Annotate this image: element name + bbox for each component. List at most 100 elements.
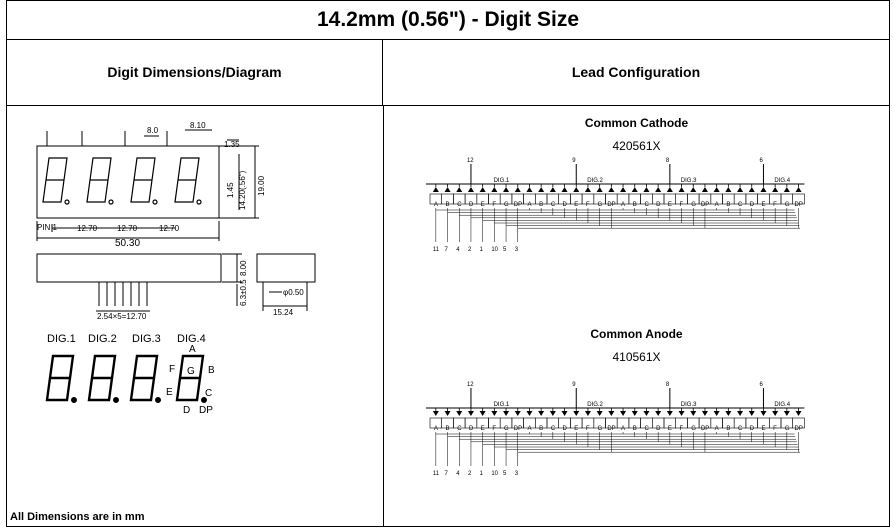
seg-dig-2: DIG.2 [88,333,117,345]
seg-dig-4: DIG.4 [177,333,206,345]
cc-segment-label: D [656,202,661,208]
ca-diode [561,411,568,416]
cc-segment-label: B [539,202,543,208]
cc-segment-label: B [446,202,450,208]
ca-segment-label: DP [514,426,522,432]
cc-segment-label: B [726,202,730,208]
cc-diode [503,187,510,192]
ca-diode [631,411,638,416]
ca-segment-label: C [644,426,649,432]
cc-segment-label: DP [701,202,709,208]
cc-diode [783,187,790,192]
pin1-label: PIN 1 [37,223,58,232]
dimension-drawing: 8.10 8.0 1.35 1.45 14.20(.56") 19.00 PIN… [36,121,316,416]
cc-segment-label: E [761,202,765,208]
dim-8-10: 8.10 [190,121,206,130]
ca-segment-label: D [563,426,568,432]
cc-bottom-pin: 11 [433,247,440,253]
seg-label-a: A [189,344,196,355]
segment-digits [45,354,208,404]
ca-digit-pin: 9 [572,382,576,388]
ca-segment-label: C [738,426,743,432]
cc-diode [573,187,580,192]
ca-diode [690,411,697,416]
cc-segment-label: C [738,202,743,208]
cc-diode [748,187,755,192]
ca-segment-label: A [527,426,531,432]
common-anode-part: 410561X [612,350,661,364]
cc-segment-label: DP [795,202,803,208]
ca-segment-label: D [656,426,661,432]
cc-diode [713,187,720,192]
ca-segment-label: F [773,426,777,432]
dim-15-24: 15.24 [273,308,294,317]
cc-segment-label: D [750,202,755,208]
cc-segment-label: C [644,202,649,208]
cc-diode [584,187,591,192]
cc-segment-label: B [633,202,637,208]
cc-segment-label: A [621,202,625,208]
cc-diode [772,187,779,192]
cc-diode [491,187,498,192]
dim-6-3: 6.3±0.5 [239,279,248,306]
ca-diode [678,411,685,416]
cc-segment-cell [792,193,805,205]
cc-diode [643,187,650,192]
common-cathode-title: Common Cathode [584,116,689,130]
cc-digit-pin: 6 [759,158,763,164]
ca-segment-label: D [469,426,474,432]
ca-digit-pin: 6 [759,382,763,388]
cc-segment-label: E [481,202,485,208]
ca-diode [655,411,662,416]
ca-diode [584,411,591,416]
cc-segment-label: G [504,202,509,208]
ca-diode [526,411,533,416]
cc-diode [561,187,568,192]
ca-diode [760,411,767,416]
cc-segment-label: DP [514,202,522,208]
cc-digit-label: DIG.2 [587,178,603,184]
ca-diode [538,411,545,416]
ca-diode [643,411,650,416]
pitch-1: 12.70 [77,224,98,233]
spec-table: 14.2mm (0.56") - Digit Size Digit Dimens… [6,0,890,527]
ca-diode [432,411,439,416]
ca-diode [491,411,498,416]
ca-segment-label: B [726,426,730,432]
seg-dig-3: DIG.3 [132,333,161,345]
ca-segment-label: C [457,426,462,432]
ca-segment-label: G [504,426,509,432]
ca-diode [503,411,510,416]
dim-1-35: 1.35 [224,140,240,149]
cc-bottom-pin: 4 [456,247,460,253]
cc-diode [631,187,638,192]
cc-diode [666,187,673,192]
footnote: All Dimensions are in mm [10,511,145,523]
cc-diode [655,187,662,192]
ca-diode [748,411,755,416]
dim-14-20: 14.20(.56") [238,170,247,210]
cc-diode [678,187,685,192]
cc-segment-label: F [773,202,777,208]
ca-digit-label: DIG.1 [494,402,510,408]
cc-segment-label: A [527,202,531,208]
cc-diode [608,187,615,192]
cc-diode [526,187,533,192]
cc-segment-label: A [715,202,719,208]
ca-segment-label: F [680,426,684,432]
cc-segment-label: D [469,202,474,208]
ca-digit-label: DIG.4 [774,402,790,408]
cc-diode [737,187,744,192]
ca-digit-label: DIG.2 [587,402,603,408]
column-divider [383,106,384,527]
ca-diode [467,411,474,416]
cc-bottom-pin: 7 [445,247,449,253]
ca-segment-cell [792,417,805,429]
cc-segment-label: F [586,202,590,208]
ca-segment-label: DP [701,426,709,432]
dim-8-0: 8.0 [147,126,159,135]
page-title: 14.2mm (0.56") - Digit Size [7,1,889,40]
ca-diode [737,411,744,416]
seg-label-f: F [169,364,175,375]
